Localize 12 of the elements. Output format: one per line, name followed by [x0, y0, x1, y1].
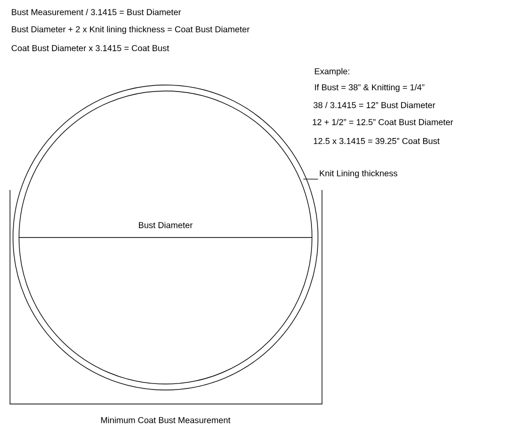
formula-text: Bust Diameter + 2 x Knit lining thickness = Coat Bust Diameter: [12, 26, 250, 34]
formula-text: Bust Measurement / 3.1415 = Bust Diameter: [12, 8, 181, 16]
lining-label: Knit Lining thickness: [320, 170, 398, 178]
example-text: 12.5 x 3.1415 = 39.25” Coat Bust: [314, 138, 440, 144]
example-text: 12 + 1/2” = 12.5” Coat Bust Diameter: [312, 118, 454, 126]
example-heading: Example:: [314, 68, 350, 76]
example-text: 38 / 3.1415 = 12” Bust Diameter: [314, 102, 436, 108]
formula-text: Coat Bust Diameter x 3.1415 = Coat Bust: [12, 44, 170, 52]
leader-line: [303, 178, 318, 180]
dimension-label: Bust Diameter: [138, 222, 193, 228]
example-text: If Bust = 38” & Knitting = 1/4”: [315, 84, 424, 92]
dimension-label: Minimum Coat Bust Measurement: [101, 416, 230, 424]
